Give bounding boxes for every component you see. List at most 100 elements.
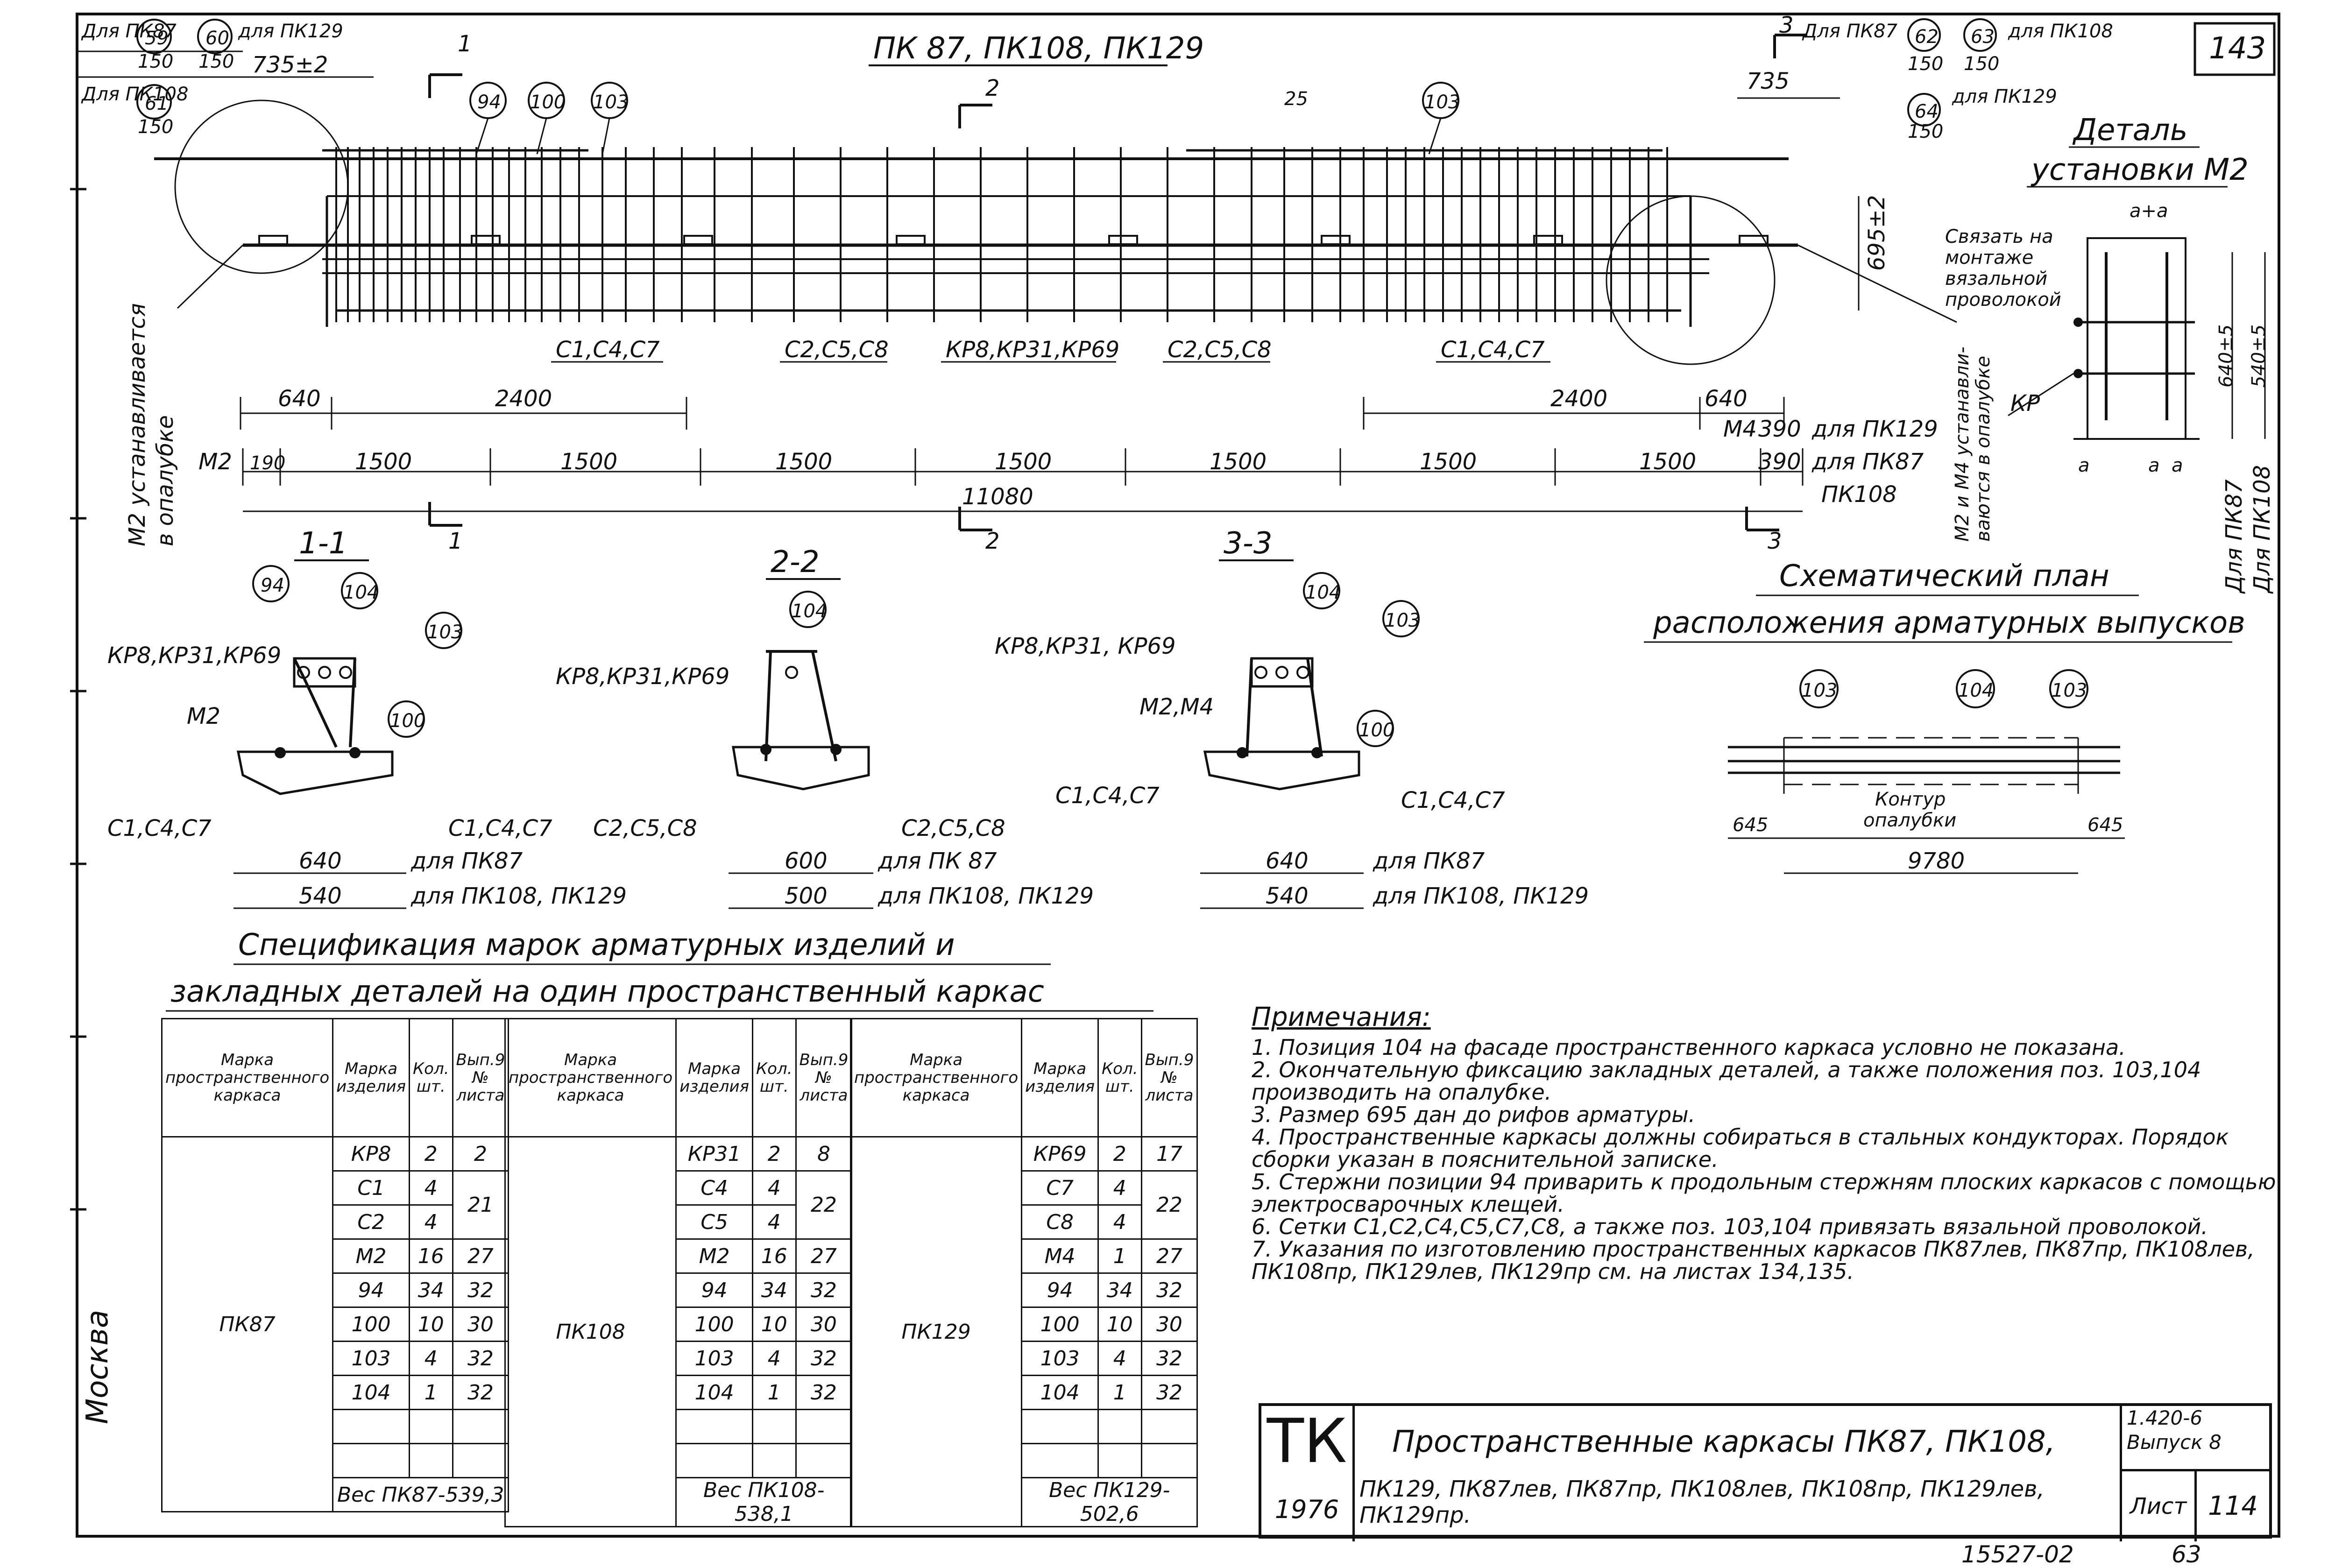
svg-text:Для ПК87: Для ПК87 xyxy=(1802,21,1898,42)
svg-text:a: a xyxy=(2148,455,2160,476)
spec-table-pk108: Марка пространственного каркаса Марка из… xyxy=(504,1018,853,1527)
binding-ticks xyxy=(70,188,86,1211)
detail-m2: Деталь установки М2 Связать на монтаже в… xyxy=(1945,113,2275,594)
svg-text:Для ПК108: Для ПК108 xyxy=(2249,465,2275,594)
svg-text:С1,С4,С7: С1,С4,С7 xyxy=(448,815,552,841)
spec-title-2: закладных деталей на один пространственн… xyxy=(170,975,1044,1009)
section-1-1: 1-1 94 104 103 100 КР8,КР31,КР69 М2 С1,С… xyxy=(107,526,627,909)
svg-text:С2,С5,С8: С2,С5,С8 xyxy=(785,337,889,363)
svg-text:С2,С5,С8: С2,С5,С8 xyxy=(901,815,1005,841)
svg-text:для ПК108, ПК129: для ПК108, ПК129 xyxy=(1373,883,1589,909)
svg-text:М4: М4 xyxy=(1723,416,1757,442)
dim-chain-top xyxy=(240,397,1785,430)
svg-text:640: 640 xyxy=(299,848,342,874)
svg-text:2: 2 xyxy=(985,75,1000,101)
svg-text:104: 104 xyxy=(1958,680,1994,701)
note-item: 3. Размер 695 дан до рифов арматуры. xyxy=(1252,1102,1696,1127)
svg-text:150: 150 xyxy=(1908,121,1943,142)
svg-text:645: 645 xyxy=(1733,814,1768,836)
svg-text:1: 1 xyxy=(448,528,463,554)
title-line-1: Пространственные каркасы ПК87, ПК108, xyxy=(1392,1425,2055,1459)
svg-text:Контур: Контур xyxy=(1875,789,1946,810)
spec-title-1: Спецификация марок арматурных изделий и xyxy=(238,928,955,962)
svg-text:540±5: 540±5 xyxy=(2248,325,2270,388)
svg-text:М2,М4: М2,М4 xyxy=(1139,694,1214,720)
top-right-position-table: Для ПК87 62 63 для ПК108 150 150 64 150 … xyxy=(1737,18,2113,142)
svg-text:59: 59 xyxy=(145,28,169,49)
tk-cell: ТК 1976 xyxy=(1261,1406,1355,1541)
svg-text:190: 190 xyxy=(250,452,285,474)
svg-text:1500: 1500 xyxy=(355,449,412,475)
svg-text:установки М2: установки М2 xyxy=(2031,153,2249,187)
svg-text:104: 104 xyxy=(343,582,379,603)
svg-text:КР8,КР31,КР69: КР8,КР31,КР69 xyxy=(946,337,1119,363)
svg-text:проволокой: проволокой xyxy=(1945,289,2061,311)
embedded-plates xyxy=(258,235,1769,245)
svg-text:М2: М2 xyxy=(198,449,232,475)
year-label: 1976 xyxy=(1274,1495,1339,1524)
svg-text:390: 390 xyxy=(1758,449,1801,475)
series-cell: 1.420-6 Выпуск 8 xyxy=(2120,1406,2269,1471)
svg-text:735: 735 xyxy=(1747,68,1790,94)
svg-text:94: 94 xyxy=(477,92,501,113)
svg-text:94: 94 xyxy=(261,575,284,596)
svg-text:С1,С4,С7: С1,С4,С7 xyxy=(1441,337,1545,363)
svg-text:для ПК129: для ПК129 xyxy=(238,21,343,42)
svg-text:Для ПК108: Для ПК108 xyxy=(81,84,188,105)
svg-text:для ПК129: для ПК129 xyxy=(1811,416,1938,442)
svg-text:Для ПК87: Для ПК87 xyxy=(81,21,177,42)
dim-chain-1500 xyxy=(242,448,1804,512)
svg-text:1500: 1500 xyxy=(1420,449,1477,475)
svg-text:103: 103 xyxy=(593,92,629,113)
dim-695: 695±2 xyxy=(1864,195,1890,271)
svg-text:104: 104 xyxy=(1305,582,1341,603)
svg-text:735±2: 735±2 xyxy=(252,52,328,78)
left-vertical-note-2: в опалубке xyxy=(152,415,178,546)
weight-pk108: Вес ПК108-538,1 xyxy=(675,1477,853,1527)
weight-pk129: Вес ПК129-502,6 xyxy=(1021,1477,1198,1527)
svg-text:КР: КР xyxy=(2010,390,2040,417)
svg-text:62: 62 xyxy=(1915,26,1939,48)
detail-circle-left xyxy=(174,99,349,274)
svg-text:100: 100 xyxy=(530,92,566,113)
svg-text:9780: 9780 xyxy=(1908,848,1965,874)
svg-text:расположения арматурных выпуск: расположения арматурных выпусков xyxy=(1653,606,2245,640)
note-item: 2. Окончательную фиксацию закладных дета… xyxy=(1252,1057,2201,1105)
svg-text:a: a xyxy=(2172,455,2183,476)
svg-text:М2: М2 xyxy=(187,703,220,729)
weight-pk87: Вес ПК87-539,3 xyxy=(332,1477,509,1512)
svg-text:Для ПК87: Для ПК87 xyxy=(2221,479,2247,594)
detail-circle-right xyxy=(1606,195,1776,365)
svg-text:11080: 11080 xyxy=(962,484,1033,510)
issue-number: Выпуск 8 xyxy=(2127,1431,2222,1454)
svg-text:63: 63 xyxy=(1971,26,1995,48)
svg-text:для ПК87: для ПК87 xyxy=(1373,848,1485,874)
svg-text:1-1: 1-1 xyxy=(299,526,348,561)
svg-text:640: 640 xyxy=(1266,848,1309,874)
svg-text:103: 103 xyxy=(427,622,463,643)
svg-text:для ПК108, ПК129: для ПК108, ПК129 xyxy=(410,883,627,909)
svg-text:КР8,КР31,КР69: КР8,КР31,КР69 xyxy=(556,664,729,690)
corner-number-box xyxy=(2193,22,2276,76)
left-vertical-note-1: М2 устанавливается xyxy=(124,303,150,546)
svg-text:3: 3 xyxy=(1779,12,1794,38)
svg-text:2: 2 xyxy=(985,528,1000,554)
svg-text:Деталь: Деталь xyxy=(2072,113,2188,148)
top-left-position-table: Для ПК87 59 60 для ПК129 150 150 735±2 Д… xyxy=(77,19,374,138)
